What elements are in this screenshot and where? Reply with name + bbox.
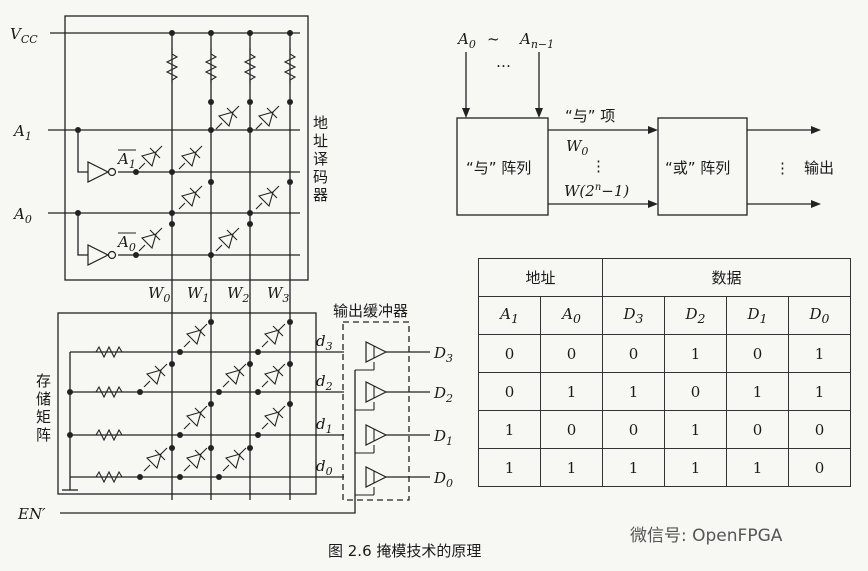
svg-text:矩: 矩 xyxy=(36,408,51,426)
table-cell: 1 xyxy=(478,410,541,449)
output-label-d2: D2 xyxy=(433,384,453,405)
watermark: 微信号: OpenFPGA xyxy=(630,526,783,546)
table-cell: 0 xyxy=(478,372,541,411)
inverter-a1 xyxy=(87,161,117,183)
truth-table: 地址 数据 A1 A0 D3 D2 D1 D0 0 0 0 1 0 1 0 1 … xyxy=(478,258,851,487)
storage-matrix-box xyxy=(57,312,317,495)
vcc-label: VCC xyxy=(10,25,38,46)
svg-text:阵: 阵 xyxy=(36,426,51,444)
table-column-header: D0 xyxy=(788,296,851,335)
table-cell: 1 xyxy=(540,372,603,411)
bit-label-d3: d3 xyxy=(316,332,333,353)
enable-line xyxy=(60,370,356,514)
table-cell: 0 xyxy=(726,410,789,449)
and-array-block xyxy=(456,117,549,216)
table-cell: 0 xyxy=(540,410,603,449)
a0-label: A0 xyxy=(12,205,32,226)
a0-bar-label: A0 xyxy=(116,233,136,254)
output-label-d0: D0 xyxy=(433,469,453,490)
table-row: 1 1 1 1 1 0 xyxy=(478,448,851,487)
block-input-dots: … xyxy=(496,53,511,71)
svg-text:址: 址 xyxy=(313,132,328,150)
output-label-d3: D3 xyxy=(433,344,453,365)
enable-label: EN′ xyxy=(17,505,46,523)
table-cell: 0 xyxy=(726,334,789,373)
table-cell: 0 xyxy=(788,410,851,449)
and-array-label: “与” 阵列 xyxy=(466,159,531,177)
and-terms-label: “与” 项 xyxy=(565,107,615,125)
output-label-d1: D1 xyxy=(433,427,453,448)
table-cell: 0 xyxy=(664,372,727,411)
svg-text:存: 存 xyxy=(36,372,51,390)
bit-label-d0: d0 xyxy=(316,457,333,478)
decoder-box xyxy=(64,15,309,281)
word-line-label-w3: W3 xyxy=(267,284,289,305)
table-cell: 1 xyxy=(788,334,851,373)
block-input-end: An−1 xyxy=(518,30,554,51)
table-group-header-address: 地址 xyxy=(478,258,603,297)
table-column-header: D3 xyxy=(602,296,665,335)
output-buffer-box xyxy=(342,321,410,501)
word-line-label-w1: W1 xyxy=(187,284,209,305)
block-vdots: ⋮ xyxy=(591,157,606,175)
table-column-header-row: A1 A0 D3 D2 D1 D0 xyxy=(478,296,851,335)
output-buffers xyxy=(365,341,387,488)
table-row: 1 0 0 1 0 0 xyxy=(478,410,851,449)
output-buffer-label: 输出缓冲器 xyxy=(333,302,408,320)
output-vdots: ⋮ xyxy=(775,159,790,177)
table-column-header: D2 xyxy=(664,296,727,335)
output-label: 输出 xyxy=(804,159,834,177)
storage-matrix-label: 存 储 矩 阵 xyxy=(36,372,51,444)
table-cell: 1 xyxy=(602,448,665,487)
bit-label-d1: d1 xyxy=(316,415,333,436)
table-row: 0 1 1 0 1 1 xyxy=(478,372,851,411)
table-column-header: A1 xyxy=(478,296,541,335)
table-row: 0 0 0 1 0 1 xyxy=(478,334,851,373)
bit-label-d2: d2 xyxy=(316,372,333,393)
or-array-label: “或” 阵列 xyxy=(665,159,730,177)
decoder-label: 地 址 译 码 器 xyxy=(313,114,328,204)
figure-caption: 图 2.6 掩模技术的原理 xyxy=(328,542,482,560)
inverter-a0 xyxy=(87,244,117,266)
svg-text:储: 储 xyxy=(36,390,51,408)
or-array-block xyxy=(657,117,748,216)
table-cell: 0 xyxy=(602,334,665,373)
table-cell: 1 xyxy=(602,372,665,411)
block-input-start: A0 xyxy=(456,30,476,51)
table-group-header-row: 地址 数据 xyxy=(478,258,851,297)
table-group-header-data: 数据 xyxy=(602,258,851,297)
w0-label: W0 xyxy=(566,137,588,158)
svg-text:器: 器 xyxy=(313,186,328,204)
table-column-header: D1 xyxy=(726,296,789,335)
a1-bar-label: A1 xyxy=(116,150,136,171)
decoder-diodes xyxy=(138,105,280,252)
table-cell: 1 xyxy=(664,448,727,487)
table-cell: 1 xyxy=(540,448,603,487)
svg-text:译: 译 xyxy=(313,150,328,168)
a1-label: A1 xyxy=(12,122,32,143)
table-cell: 1 xyxy=(726,448,789,487)
block-input-tilde: ~ xyxy=(487,30,500,48)
table-cell: 1 xyxy=(478,448,541,487)
table-cell: 1 xyxy=(664,410,727,449)
word-line-label-w0: W0 xyxy=(148,284,170,305)
table-cell: 1 xyxy=(726,372,789,411)
storage-diodes xyxy=(143,323,286,472)
svg-text:码: 码 xyxy=(313,168,328,186)
word-line-label-w2: W2 xyxy=(227,284,249,305)
table-cell: 1 xyxy=(664,334,727,373)
table-column-header: A0 xyxy=(540,296,603,335)
table-cell: 0 xyxy=(540,334,603,373)
table-cell: 1 xyxy=(788,372,851,411)
table-cell: 0 xyxy=(788,448,851,487)
wlast-label: W(2n−1) xyxy=(564,182,629,200)
svg-text:地: 地 xyxy=(313,114,328,132)
table-cell: 0 xyxy=(602,410,665,449)
table-cell: 0 xyxy=(478,334,541,373)
